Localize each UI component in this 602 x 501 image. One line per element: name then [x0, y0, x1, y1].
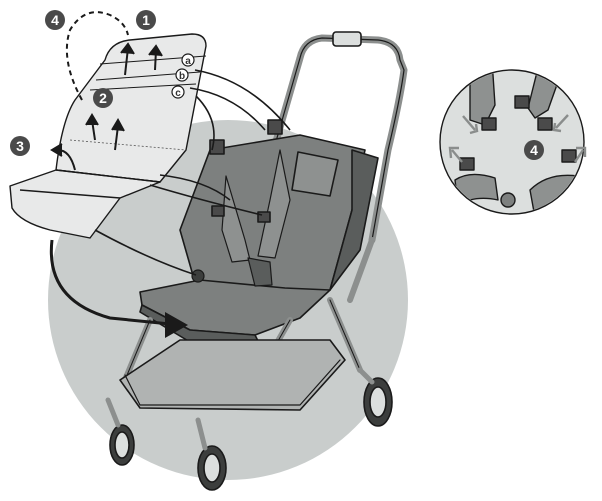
rear-wheel: [364, 378, 392, 426]
strap-letter-b: b: [176, 69, 188, 82]
step-3-badge: 3: [10, 136, 30, 156]
step-2-badge: 2: [93, 88, 113, 108]
strap-letter-a: a: [182, 54, 194, 67]
strap-letter-c-text: c: [175, 88, 181, 99]
front-right-wheel: [198, 446, 226, 490]
step-1-number: 1: [142, 12, 150, 28]
step-4-number: 4: [51, 12, 59, 28]
strap-letter-c: c: [172, 86, 184, 99]
inset-step-badge: 4: [524, 140, 544, 160]
strap-letter-a-text: a: [185, 56, 191, 67]
step-4-badge: 4: [45, 10, 65, 30]
handle-grip: [333, 32, 361, 46]
step-3-number: 3: [16, 138, 24, 154]
buckle-detail-inset: 4: [440, 60, 585, 214]
step-1-badge: 1: [136, 10, 156, 30]
front-left-wheel: [110, 425, 134, 465]
inset-step-number: 4: [530, 142, 538, 158]
step-2-number: 2: [99, 90, 107, 106]
strap-letter-b-text: b: [179, 71, 185, 82]
